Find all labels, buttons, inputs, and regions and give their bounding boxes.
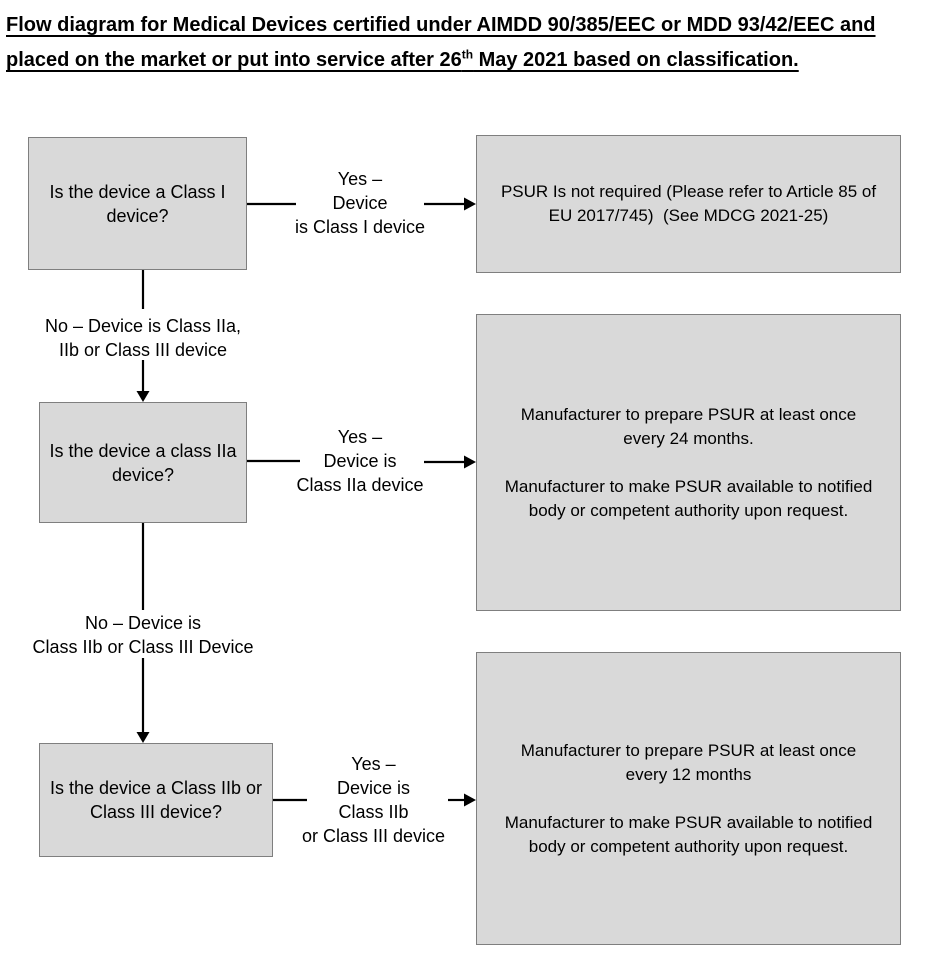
title-line-1: Flow diagram for Medical Devices certifi… [6,14,876,36]
row1-down-arrowhead-icon [136,391,150,402]
row2-arrowhead-icon [464,455,476,469]
row1-arrowhead-icon [464,197,476,211]
title-line-2: placed on the market or put into service… [6,43,936,78]
result-box-class-iib-iii: Manufacturer to prepare PSUR at least on… [476,652,901,945]
result-box-class-i: PSUR Is not required (Please refer to Ar… [476,135,901,273]
decision-box-class-iib-iii-text: Is the device a Class IIb or Class III d… [49,778,263,822]
row3-arrowhead-icon [464,793,476,807]
title-line-2-tail: May 2021 based on classification. [473,49,799,71]
decision-box-class-i-text: Is the device a Class I device? [49,181,226,226]
decision-box-class-iia-text: Is the device a class IIa device? [49,440,237,485]
title-superscript: th [461,47,474,62]
row2-down-arrowhead-icon [136,732,150,743]
diagram-title: Flow diagram for Medical Devices certifi… [6,8,936,78]
yes-label-class-iib-iii: Yes – Device is Class IIb or Class III d… [301,754,446,846]
no-label-class-i: No – Device is Class IIa, IIb or Class I… [44,316,242,360]
result-box-class-iib-iii-text: Manufacturer to prepare PSUR at least on… [504,740,873,856]
decision-box-class-i: Is the device a Class I device? [28,137,247,270]
title-line-2-text: placed on the market or put into service… [6,49,462,71]
decision-box-class-iib-iii: Is the device a Class IIb or Class III d… [39,743,273,857]
result-box-class-iia-text: Manufacturer to prepare PSUR at least on… [504,404,873,520]
yes-label-class-i: Yes – Device is Class I device [294,169,426,237]
yes-label-class-iia: Yes – Device is Class IIa device [296,427,424,495]
decision-box-class-iia: Is the device a class IIa device? [39,402,247,523]
no-label-class-iia: No – Device is Class IIb or Class III De… [32,613,254,657]
result-box-class-iia: Manufacturer to prepare PSUR at least on… [476,314,901,611]
result-box-class-i-text: PSUR Is not required (Please refer to Ar… [500,182,877,225]
